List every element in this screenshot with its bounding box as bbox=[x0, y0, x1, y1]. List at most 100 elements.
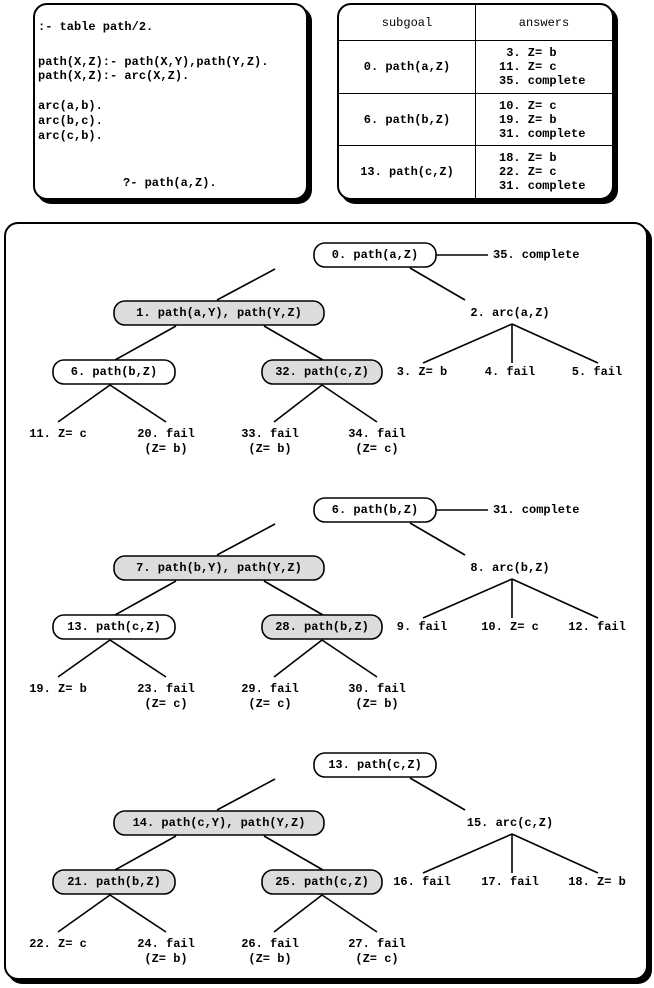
tree-label: 6. path(b,Z) bbox=[71, 365, 157, 379]
tree-label: (Z= c) bbox=[355, 442, 398, 456]
tree-label: 34. fail bbox=[348, 427, 406, 441]
tree-label: 12. fail bbox=[568, 620, 626, 634]
code-line: arc(c,b). bbox=[38, 129, 103, 143]
tree-edge bbox=[409, 522, 466, 556]
tree-label: 6. path(b,Z) bbox=[332, 503, 418, 517]
tree-label: 0. path(a,Z) bbox=[332, 248, 418, 262]
code-line: path(X,Z):- arc(X,Z). bbox=[38, 69, 190, 83]
tree-node bbox=[113, 300, 325, 326]
table-row: 13. path(c,Z) 18. Z= b 22. Z= c 31. comp… bbox=[339, 145, 612, 198]
tree-edge bbox=[321, 639, 378, 678]
answers-cell: 3. Z= b 11. Z= c 35. complete bbox=[475, 40, 612, 94]
answer-table-panel: subgoal answers 0. path(a,Z) 3. Z= b 11.… bbox=[337, 3, 614, 200]
tree-label: 8. arc(b,Z) bbox=[470, 561, 549, 575]
table-row: 0. path(a,Z) 3. Z= b 11. Z= c 35. comple… bbox=[339, 40, 612, 94]
tree-node bbox=[52, 869, 176, 895]
tree-node bbox=[313, 497, 437, 523]
answer-table: subgoal answers 0. path(a,Z) 3. Z= b 11.… bbox=[339, 5, 612, 198]
answer: 19. Z= b bbox=[499, 112, 557, 127]
tree-edge bbox=[57, 384, 111, 423]
tree-label: 7. path(b,Y), path(Y,Z) bbox=[136, 561, 302, 575]
answer: 31. complete bbox=[499, 179, 586, 194]
code-line: arc(b,c). bbox=[38, 114, 103, 128]
tree-label: 13. path(c,Z) bbox=[67, 620, 161, 634]
tree-label: 10. Z= c bbox=[481, 620, 539, 634]
tree-edge bbox=[511, 833, 599, 874]
answer: 35. complete bbox=[499, 73, 586, 88]
tree-node bbox=[261, 614, 383, 640]
header-answers: answers bbox=[475, 5, 612, 41]
tree-label: 24. fail bbox=[137, 937, 195, 951]
tree-label: 4. fail bbox=[485, 365, 535, 379]
tree-label: 30. fail bbox=[348, 682, 406, 696]
code-line: arc(a,b). bbox=[38, 99, 103, 113]
tree-edge bbox=[321, 384, 378, 423]
tree-label: (Z= b) bbox=[248, 442, 291, 456]
tree-label: 27. fail bbox=[348, 937, 406, 951]
tree-label: 16. fail bbox=[393, 875, 451, 889]
tree-label: 15. arc(c,Z) bbox=[467, 816, 553, 830]
answers-cell: 18. Z= b 22. Z= c 31. complete bbox=[475, 145, 612, 198]
tree-label: 9. fail bbox=[397, 620, 447, 634]
tree-edge bbox=[216, 778, 276, 811]
tree-label: 14. path(c,Y), path(Y,Z) bbox=[133, 816, 306, 830]
answer: 10. Z= c bbox=[499, 98, 557, 113]
tree-edge bbox=[511, 323, 599, 364]
tree-label: 18. Z= b bbox=[568, 875, 626, 889]
tree-edge bbox=[57, 894, 111, 933]
tree-edge bbox=[216, 268, 276, 301]
tree-node bbox=[113, 810, 325, 836]
answers-cell: 10. Z= c 19. Z= b 31. complete bbox=[475, 92, 612, 147]
tree-edge bbox=[114, 325, 177, 361]
tree-label: 35. complete bbox=[493, 248, 579, 262]
tree-label: (Z= b) bbox=[144, 442, 187, 456]
tree-label: 33. fail bbox=[241, 427, 299, 441]
table-header-row: subgoal answers bbox=[339, 5, 612, 41]
tree-label: 21. path(b,Z) bbox=[67, 875, 161, 889]
tree-label: 23. fail bbox=[137, 682, 195, 696]
tree-edge bbox=[273, 639, 323, 678]
tree-label: 31. complete bbox=[493, 503, 579, 517]
tree-edge bbox=[263, 580, 324, 616]
tree-label: 17. fail bbox=[481, 875, 539, 889]
tree-label: 20. fail bbox=[137, 427, 195, 441]
program-panel: :- table path/2. path(X,Z):- path(X,Y),p… bbox=[33, 3, 308, 200]
answer: 18. Z= b bbox=[499, 151, 557, 166]
tree-label: 25. path(c,Z) bbox=[275, 875, 369, 889]
subgoal-cell: 13. path(c,Z) bbox=[339, 145, 476, 198]
tree-edge bbox=[409, 267, 466, 301]
tree-edge bbox=[409, 777, 466, 811]
tree-label: (Z= b) bbox=[355, 697, 398, 711]
tree-label: 22. Z= c bbox=[29, 937, 87, 951]
query-line: ?- path(a,Z). bbox=[123, 176, 217, 190]
tree-edge bbox=[263, 835, 324, 871]
tree-label: (Z= c) bbox=[248, 697, 291, 711]
tree-node bbox=[52, 359, 176, 385]
tree-label: (Z= b) bbox=[144, 952, 187, 966]
tree-label: (Z= b) bbox=[248, 952, 291, 966]
tree-edge bbox=[422, 833, 513, 874]
tree-label: 32. path(c,Z) bbox=[275, 365, 369, 379]
tree-label: 11. Z= c bbox=[29, 427, 87, 441]
tree-label: 29. fail bbox=[241, 682, 299, 696]
tree-node bbox=[261, 869, 383, 895]
tree-edge bbox=[109, 894, 167, 933]
tree-node bbox=[313, 242, 437, 268]
tree-edge bbox=[273, 894, 323, 933]
tree-label: 3. Z= b bbox=[397, 365, 447, 379]
tree-edge bbox=[114, 580, 177, 616]
tree-label: 19. Z= b bbox=[29, 682, 87, 696]
tree-node bbox=[261, 359, 383, 385]
tree-label: 13. path(c,Z) bbox=[328, 758, 422, 772]
tree-label: 28. path(b,Z) bbox=[275, 620, 369, 634]
code-line: :- table path/2. bbox=[38, 20, 154, 34]
answer: 11. Z= c bbox=[499, 59, 557, 74]
tree-node bbox=[52, 614, 176, 640]
tree-edge bbox=[114, 835, 177, 871]
tree-edge bbox=[216, 523, 276, 556]
tree-edge bbox=[321, 894, 378, 933]
tree-edge bbox=[263, 325, 324, 361]
tree-edge bbox=[273, 384, 323, 423]
sld-trees-panel bbox=[4, 222, 648, 980]
